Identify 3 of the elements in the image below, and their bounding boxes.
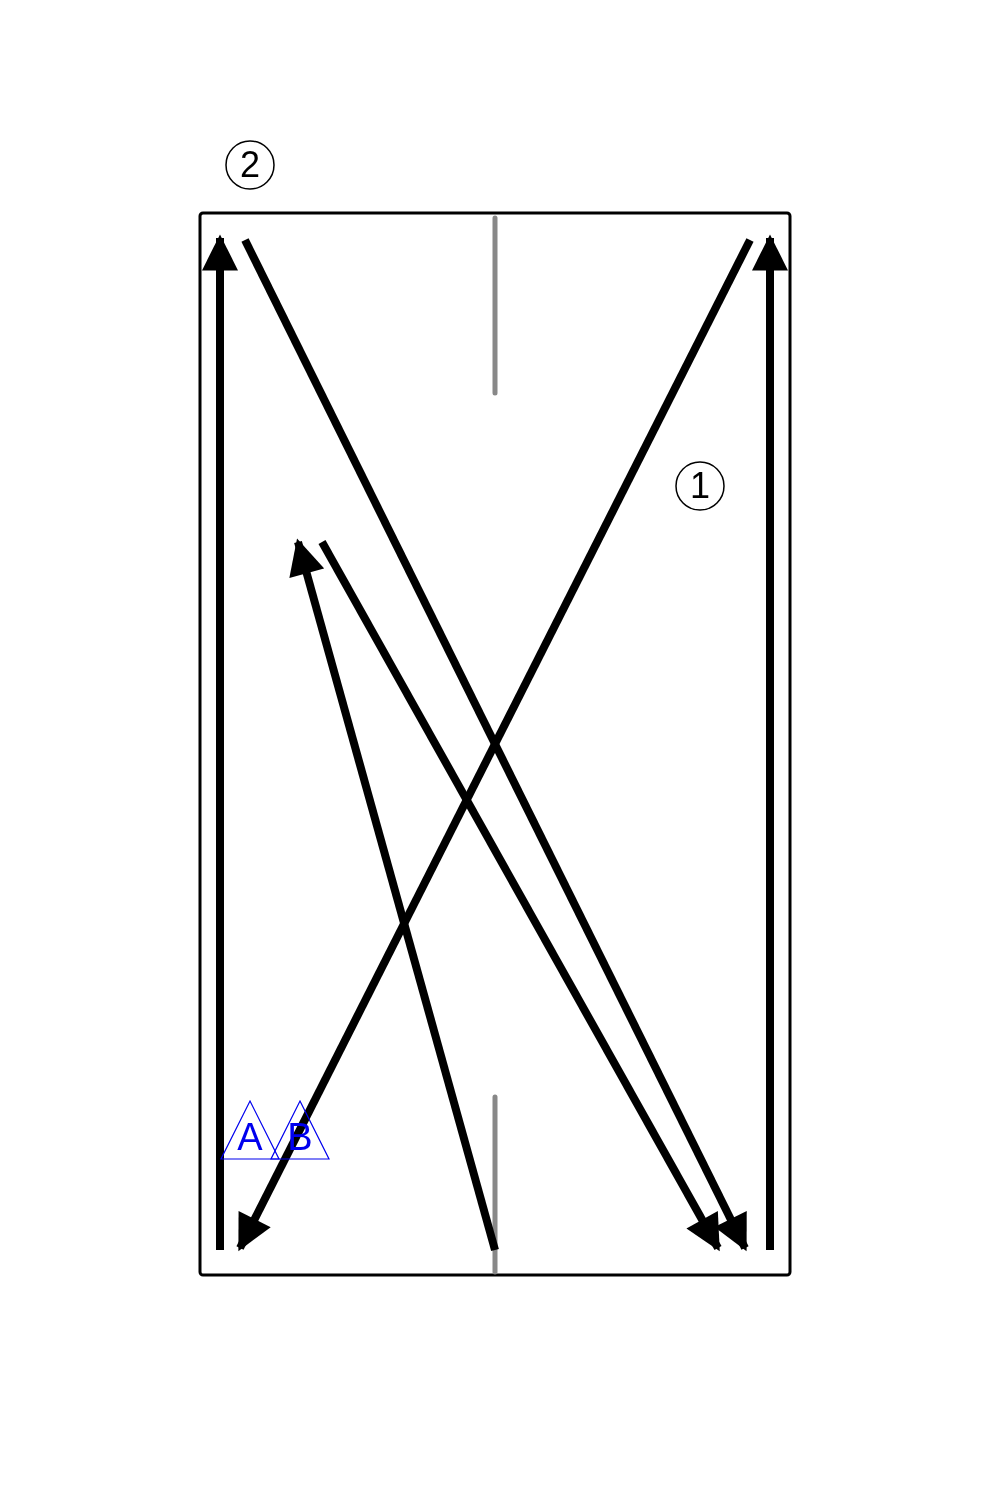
player-marker: A	[220, 1100, 280, 1160]
circled-number: 2	[225, 140, 275, 190]
circled-number: 1	[675, 461, 725, 511]
